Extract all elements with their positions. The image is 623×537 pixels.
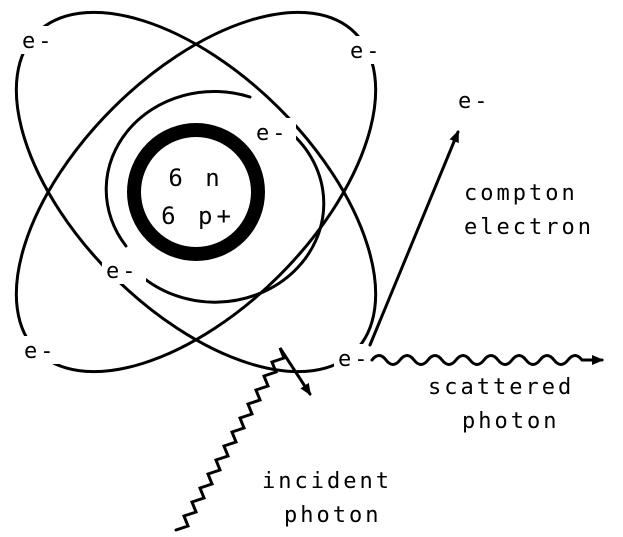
scattered-photon-arrow (370, 354, 604, 366)
electron-label-top-left: e- (22, 29, 55, 54)
compton-label-line1: compton (464, 181, 578, 206)
nucleus-protons-label: 6 p+ (161, 202, 235, 230)
electron-label-ejected: e- (458, 89, 491, 114)
electron-label-inner-top: e- (256, 121, 289, 146)
electron-label-inner-bottom: e- (106, 259, 139, 284)
inner-orbit-segment (138, 130, 326, 304)
incident-label-line2: photon (284, 503, 381, 528)
incident-photon-arrow (174, 347, 312, 532)
electron-label-target: e- (338, 347, 371, 372)
inner-orbit (104, 89, 252, 248)
compton-electron-arrow (368, 130, 460, 347)
electron-label-top-right: e- (350, 39, 383, 64)
compton-label-line2: electron (464, 215, 594, 240)
nucleus-neutrons-label: 6 n (168, 164, 223, 192)
electron-label-bottom-left: e- (24, 339, 57, 364)
incident-label-line1: incident (262, 469, 392, 494)
nucleus-ring (127, 123, 265, 261)
scattered-label-line2: photon (462, 409, 559, 434)
scattered-label-line1: scattered (428, 375, 574, 400)
